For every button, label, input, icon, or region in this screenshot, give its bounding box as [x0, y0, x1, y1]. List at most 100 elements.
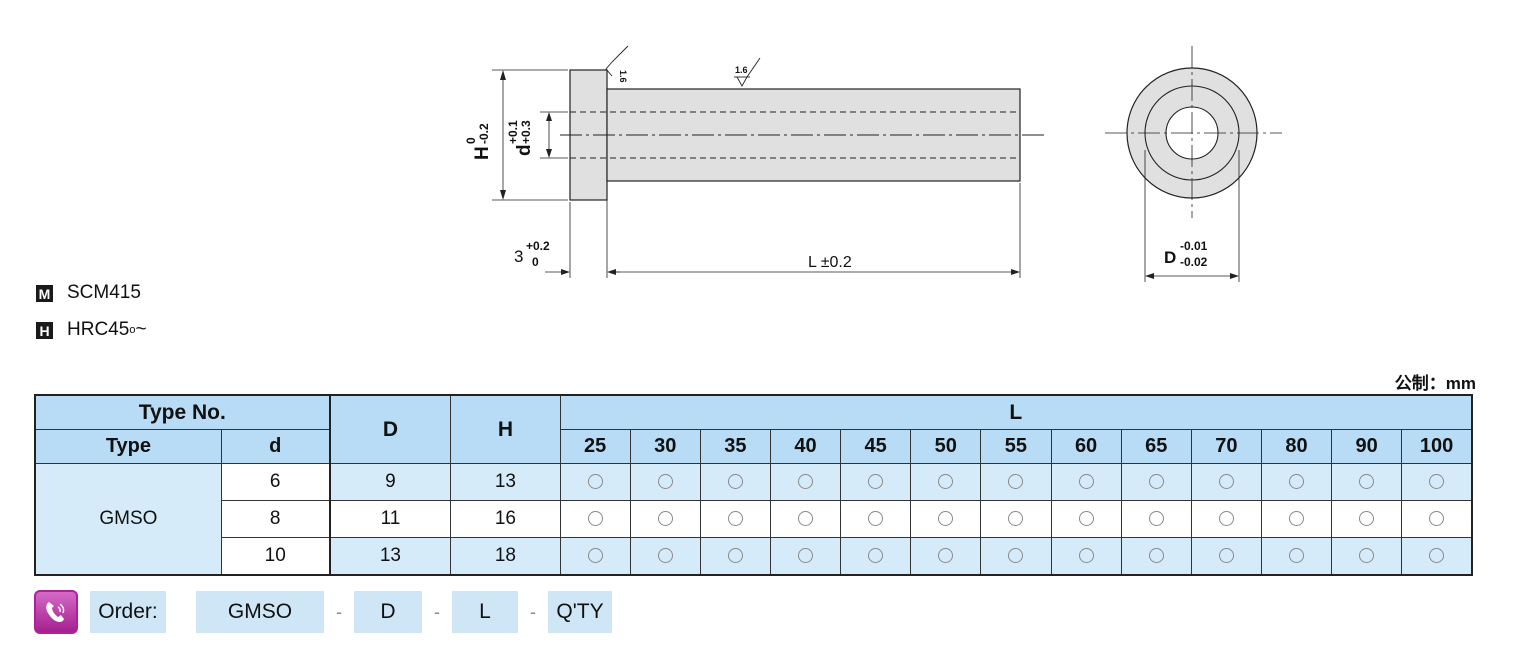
avail-cell [1120, 537, 1192, 576]
L-value-header: 65 [1120, 429, 1192, 464]
avail-cell [629, 500, 701, 538]
avail-cell [1331, 537, 1403, 576]
od-dim-letter: D [1164, 248, 1176, 267]
h-dim-letter: H [472, 146, 493, 160]
type-header: Type [34, 429, 222, 464]
head-dim-tol-lower: 0 [532, 255, 539, 269]
order-part-D: D [354, 591, 422, 633]
avail-cell [1190, 500, 1262, 538]
avail-cell [1401, 500, 1473, 538]
avail-cell [1260, 537, 1333, 576]
availability-circle-icon [1429, 511, 1445, 527]
avail-cell [910, 463, 982, 501]
hardness-value: HRC45 [67, 319, 130, 340]
L-value-header: 45 [840, 429, 912, 464]
d-dim-tol-lower: +0.3 [519, 120, 533, 144]
avail-cell [559, 463, 631, 501]
availability-circle-icon [587, 511, 603, 527]
avail-cell [840, 537, 912, 576]
D-cell: 13 [329, 537, 452, 576]
type-name-cell: GMSO [34, 463, 222, 576]
unit-label: 公制：mm [1394, 374, 1476, 393]
avail-cell [559, 500, 631, 538]
availability-circle-icon [1148, 548, 1164, 564]
L-header: L [559, 394, 1473, 430]
avail-cell [1331, 463, 1403, 501]
availability-circle-icon [1218, 474, 1234, 490]
phone-icon[interactable] [34, 590, 78, 634]
availability-circle-icon [938, 474, 954, 490]
avail-cell [840, 500, 912, 538]
L-value-header: 80 [1260, 429, 1333, 464]
od-dim-tol-upper: -0.01 [1180, 239, 1208, 253]
avail-cell [980, 537, 1052, 576]
availability-circle-icon [1288, 548, 1304, 564]
availability-circle-icon [1359, 511, 1375, 527]
availability-circle-icon [727, 548, 743, 564]
availability-circle-icon [727, 511, 743, 527]
availability-circle-icon [1148, 474, 1164, 490]
d-small-header: d [220, 429, 331, 464]
availability-circle-icon [657, 511, 673, 527]
D-header: D [329, 394, 452, 464]
avail-cell [1260, 463, 1333, 501]
avail-cell [980, 463, 1052, 501]
order-row: Order: GMSO - D - L - Q'TY [34, 589, 612, 635]
L-value-header: 55 [980, 429, 1052, 464]
type-no-header: Type No. [34, 394, 331, 430]
avail-cell [699, 537, 771, 576]
hardness-degree: o [129, 324, 136, 336]
avail-cell [769, 463, 842, 501]
avail-cell [910, 500, 982, 538]
avail-cell [1260, 500, 1333, 538]
order-separator: - [530, 601, 536, 622]
svg-text:1.6: 1.6 [735, 65, 748, 75]
D-cell: 9 [329, 463, 452, 501]
order-part-L: L [452, 591, 518, 633]
availability-circle-icon [1008, 474, 1024, 490]
availability-circle-icon [938, 548, 954, 564]
availability-circle-icon [1078, 474, 1094, 490]
roughness-symbol-side: 1.6 [605, 45, 629, 83]
avail-cell [699, 500, 771, 538]
L-value-header: 25 [559, 429, 631, 464]
H-cell: 16 [450, 500, 561, 538]
spec-table: Type No. D H L Type d 25 30 35 40 45 50 … [34, 394, 1473, 576]
head-dim-tol-upper: +0.2 [526, 239, 550, 253]
avail-cell [1331, 500, 1403, 538]
h-dim-tol-upper: 0 [464, 137, 478, 144]
availability-circle-icon [798, 474, 813, 490]
svg-text:1.6: 1.6 [618, 70, 628, 83]
availability-circle-icon [1429, 474, 1445, 490]
head-dim-base: 3 [514, 247, 523, 266]
availability-circle-icon [798, 548, 813, 564]
d-dim-tol-upper: +0.1 [506, 120, 520, 144]
avail-cell [629, 463, 701, 501]
D-cell: 11 [329, 500, 452, 538]
l-dim-label: L ±0.2 [808, 254, 852, 271]
table-row: GMSO 6 9 13 [34, 463, 1473, 576]
availability-circle-icon [1288, 474, 1304, 490]
avail-cell [1050, 463, 1122, 501]
avail-cell [980, 500, 1052, 538]
L-value-header: 90 [1331, 429, 1403, 464]
d-cell: 10 [220, 537, 331, 576]
H-cell: 18 [450, 537, 561, 576]
availability-circle-icon [868, 474, 884, 490]
L-value-header: 100 [1401, 429, 1473, 464]
order-part-type: GMSO [196, 591, 324, 633]
avail-cell [1190, 537, 1262, 576]
availability-circle-icon [1008, 548, 1024, 564]
order-separator: - [336, 601, 342, 622]
avail-cell [910, 537, 982, 576]
H-cell: 13 [450, 463, 561, 501]
table-row: 10 13 18 [35, 537, 1473, 576]
availability-circle-icon [1008, 511, 1024, 527]
availability-circle-icon [657, 474, 673, 490]
avail-cell [769, 537, 842, 576]
availability-circle-icon [1148, 511, 1164, 527]
avail-cell [559, 537, 631, 576]
availability-circle-icon [1429, 548, 1445, 564]
avail-cell [840, 463, 912, 501]
